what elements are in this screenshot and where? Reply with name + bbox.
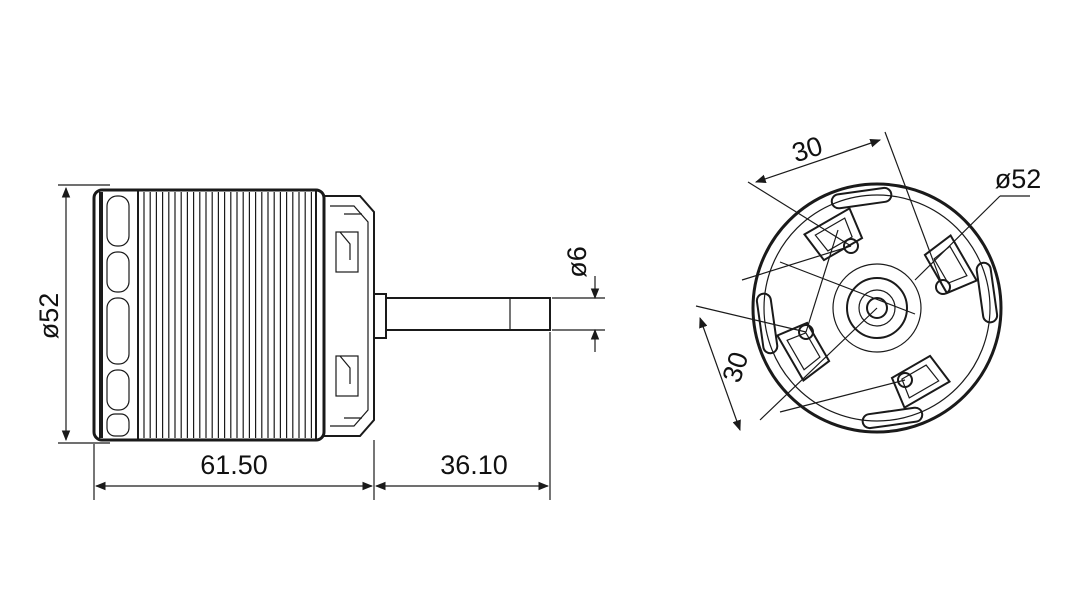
stator-mount <box>324 195 387 437</box>
side-view: ø52 61.50 36.10 ø6 <box>34 184 605 500</box>
shaft-diameter-label: ø6 <box>562 246 592 278</box>
end-view: 30 30 ø52 <box>695 131 1042 434</box>
left-spacing-dim-line <box>699 316 741 432</box>
end-extension-lines <box>695 131 944 413</box>
motor-can <box>92 188 326 442</box>
shaft-length-label: 36.10 <box>440 450 508 480</box>
motor-shaft <box>385 297 551 331</box>
end-view-outline <box>751 182 1003 434</box>
rim-slots <box>755 186 999 430</box>
body-length-label: 61.50 <box>200 450 268 480</box>
extension-lines <box>58 184 605 500</box>
top-spacing-dim-line <box>754 139 882 183</box>
end-diameter-label: ø52 <box>995 164 1042 194</box>
top-spacing-label: 30 <box>788 131 826 169</box>
diameter-label: ø52 <box>34 293 64 340</box>
cooling-ribs <box>143 192 312 438</box>
cooling-windows <box>775 206 979 410</box>
vent-slots <box>106 195 130 437</box>
construction-lines <box>759 195 1030 421</box>
